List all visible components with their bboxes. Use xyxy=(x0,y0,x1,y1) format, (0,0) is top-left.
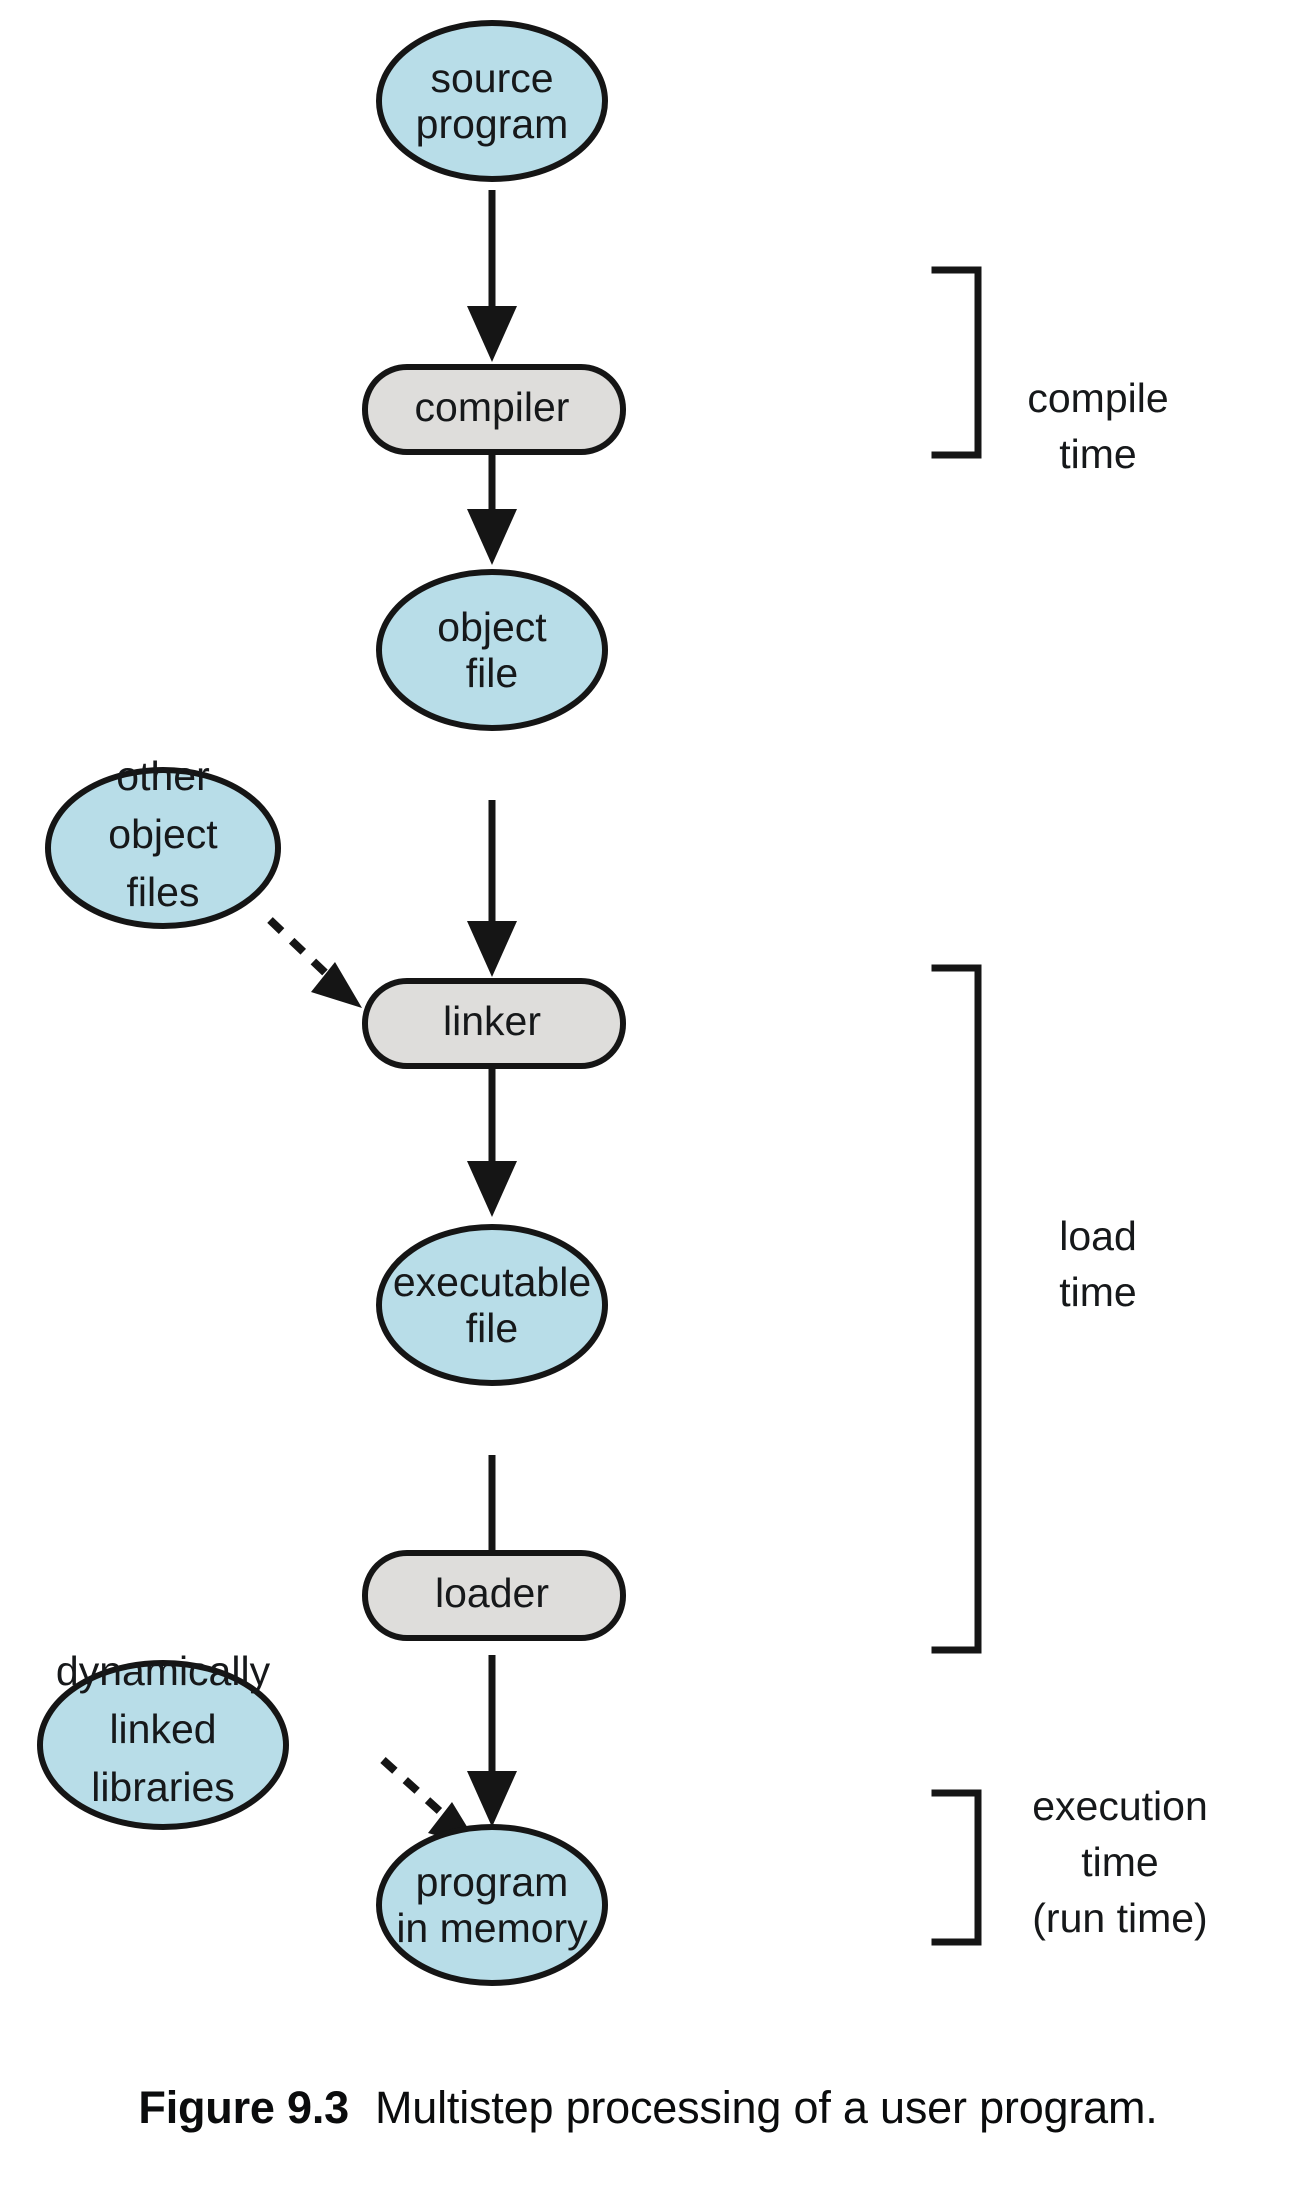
other-object-files-label-line2: object xyxy=(108,811,218,857)
figure-caption: Figure 9.3 Multistep processing of a user… xyxy=(0,2082,1296,2134)
figure-caption-text: Multistep processing of a user program. xyxy=(375,2082,1158,2133)
program-in-memory-label-line2: in memory xyxy=(396,1905,588,1951)
load-time-label-line1: load xyxy=(1059,1213,1137,1259)
program-in-memory-ellipse[interactable] xyxy=(376,1824,608,1986)
dashed-arrow-other-object-files-to-linker xyxy=(267,917,362,1008)
node-other-object-files[interactable]: other object files xyxy=(45,753,281,929)
linker-rounded-rect[interactable] xyxy=(362,978,626,1069)
node-executable-file[interactable]: executable file xyxy=(376,1224,608,1386)
dynamically-linked-libraries-label-line3: libraries xyxy=(91,1764,235,1810)
compiler-rounded-rect[interactable] xyxy=(362,364,626,455)
source-program-ellipse[interactable] xyxy=(376,20,608,182)
compile-time-bracket-path xyxy=(931,266,982,459)
linker-label: linker xyxy=(443,998,541,1044)
dynamically-linked-libraries-label-line2: linked xyxy=(109,1706,216,1752)
executable-file-label-line2: file xyxy=(466,1305,518,1351)
execution-time-label-line2: time xyxy=(1081,1839,1158,1885)
execution-time-bracket-path xyxy=(931,1789,982,1946)
load-time-bracket-path xyxy=(931,964,982,1654)
program-in-memory-label-line1: program xyxy=(416,1859,569,1905)
node-source-program[interactable]: source program xyxy=(376,20,608,182)
execution-time-label-line1: execution xyxy=(1032,1783,1208,1829)
source-program-label-line1: source xyxy=(430,55,553,101)
other-object-files-label-line3: files xyxy=(127,869,200,915)
dynamically-linked-libraries-ellipse[interactable] xyxy=(37,1660,289,1830)
node-dynamically-linked-libraries[interactable]: dynamically linked libraries xyxy=(37,1648,289,1830)
node-compiler[interactable]: compiler xyxy=(362,364,626,455)
flow-arrow-source-to-compiler xyxy=(467,190,517,362)
other-object-files-label-line1: other xyxy=(116,753,209,799)
flow-arrow-object-file-to-linker xyxy=(467,800,517,977)
object-file-ellipse[interactable] xyxy=(376,569,608,731)
object-file-label-line1: object xyxy=(437,604,547,650)
compile-time-label-line2: time xyxy=(1059,431,1136,477)
other-object-files-ellipse[interactable] xyxy=(45,767,281,929)
compiler-label: compiler xyxy=(415,384,570,430)
node-linker[interactable]: linker xyxy=(362,978,626,1069)
executable-file-ellipse[interactable] xyxy=(376,1224,608,1386)
execution-time-label-line3: (run time) xyxy=(1032,1895,1207,1941)
node-object-file[interactable]: object file xyxy=(376,569,608,731)
executable-file-label-line1: executable xyxy=(393,1259,591,1305)
flow-arrow-loader-to-program-in-memory xyxy=(467,1655,517,1827)
source-program-label-line2: program xyxy=(416,101,569,147)
node-program-in-memory[interactable]: program in memory xyxy=(376,1824,608,1986)
bracket-execution-time: execution time (run time) xyxy=(931,1783,1208,1946)
object-file-label-line2: file xyxy=(466,650,518,696)
compile-time-label-line1: compile xyxy=(1027,375,1168,421)
figure-caption-number: Figure 9.3 xyxy=(138,2082,349,2133)
loader-label: loader xyxy=(435,1570,549,1616)
bracket-compile-time: compile time xyxy=(931,266,1169,477)
loader-rounded-rect[interactable] xyxy=(362,1550,626,1641)
load-time-label-line2: time xyxy=(1059,1269,1136,1315)
node-loader[interactable]: loader xyxy=(362,1550,626,1641)
bracket-load-time: load time xyxy=(931,964,1137,1654)
dynamically-linked-libraries-label-line1: dynamically xyxy=(56,1648,271,1694)
